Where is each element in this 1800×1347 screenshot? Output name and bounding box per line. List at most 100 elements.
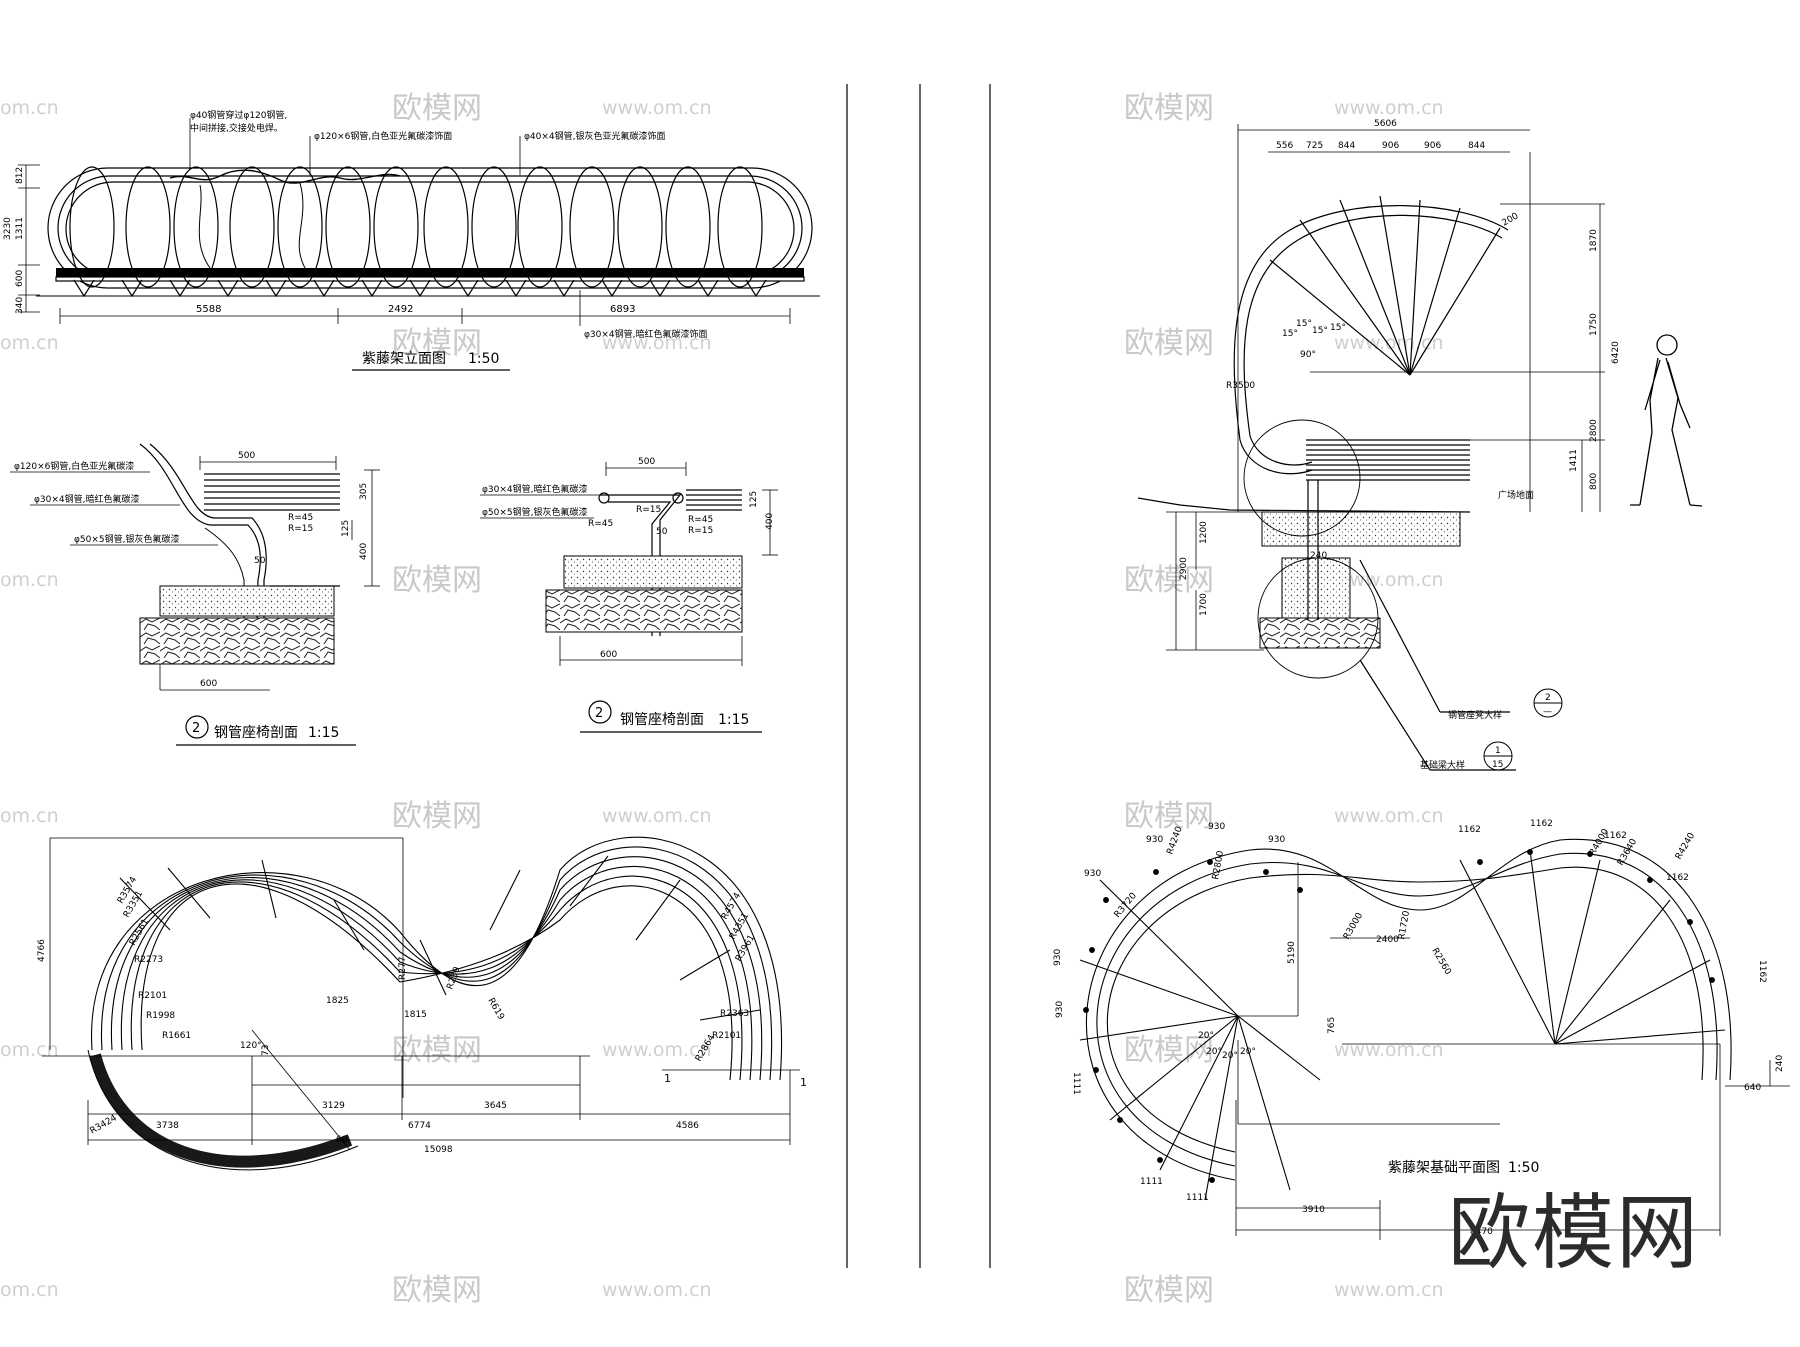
section-left-number: 2 (192, 721, 200, 736)
foundation-ray (1237, 1015, 1321, 1081)
detail-ref-2-bottom: 15 (1492, 760, 1503, 770)
fp-dim-930a: 930 (1146, 835, 1163, 845)
side-dim-844a: 844 (1338, 141, 1355, 151)
sec-right-note-2: φ50×5钢管,银灰色氟碳漆 (482, 506, 588, 518)
elevation-title: 紫藤架立面图 (362, 351, 446, 367)
section-left-title: 钢管座椅剖面 (214, 725, 298, 741)
pergola-rib (665, 166, 711, 288)
watermark-brand: 欧模网 (392, 1033, 482, 1068)
elev-note-4: φ40×4钢管,银灰色亚光氟碳漆饰面 (524, 130, 666, 142)
side-ray (1409, 227, 1501, 376)
watermark-url: www.om.cn (602, 1279, 712, 1301)
sec-left-r15: R=15 (288, 524, 313, 534)
side-angle-5: 90° (1300, 350, 1316, 360)
foundation-plan (1079, 838, 1790, 1240)
foundation-pier (1709, 977, 1715, 983)
plan-dim-3645: 3645 (484, 1101, 507, 1111)
pergola-rib (471, 166, 517, 288)
plan-dim-6774: 6774 (408, 1121, 431, 1131)
elev-dim-2: 2492 (388, 304, 413, 315)
watermark-url: www.om.cn (602, 332, 712, 354)
watermark-url: www.om.cn (1334, 1039, 1444, 1061)
sec-right-r45a: R=45 (588, 519, 613, 529)
watermark-url: om.cn (0, 805, 59, 827)
sec-right-r45b: R=45 (688, 515, 713, 525)
side-ray (1299, 219, 1411, 376)
plan-rib (119, 877, 171, 931)
sec-right-50: 50 (656, 527, 668, 537)
fp-angle-2: 20° (1206, 1047, 1222, 1057)
elev-note-1: φ40钢管穿过φ120钢管, (190, 109, 287, 121)
foundation-pier (1263, 869, 1269, 875)
section-right-labels: φ30×4钢管,暗红色氟碳漆 φ50×5钢管,银灰色氟碳漆 500 600 12… (482, 457, 775, 660)
watermark-url: www.om.cn (602, 97, 712, 119)
fp-dim-1111a: 1111 (1071, 1072, 1081, 1095)
section-left-labels: φ120×6钢管,白色亚光氟碳漆 φ30×4钢管,暗红色氟碳漆 φ50×5钢管,… (14, 451, 369, 689)
plan-rib (679, 949, 731, 981)
plan-cut-mark-b: 1 (800, 1076, 807, 1089)
detail-ref-1-top: 2 (1545, 693, 1551, 703)
sec-left-dim-500: 500 (238, 451, 255, 461)
sec-right-dim-600: 600 (600, 650, 617, 660)
sec-right-r15b: R=15 (688, 526, 713, 536)
pergola-rib (517, 166, 563, 288)
watermark-url: om.cn (0, 332, 59, 354)
foundation-ray (1159, 1015, 1239, 1171)
elevation-labels: 5588 2492 6893 φ40钢管穿过φ120钢管, 中间拼接,交接处电焊… (3, 109, 708, 367)
watermark-brand: 欧模网 (392, 1273, 482, 1308)
side-ray (1339, 199, 1411, 376)
side-dim-906a: 906 (1382, 141, 1399, 151)
fp-dim-240: 240 (1775, 1055, 1785, 1072)
side-angle-2: 15° (1296, 319, 1312, 329)
plan-arc (140, 883, 733, 1081)
section-left-dim-lines (10, 456, 380, 690)
fp-dim-2400: 2400 (1376, 935, 1399, 945)
detail-ref-1-bottom: — (1543, 707, 1552, 717)
fp-dim-765: 765 (1327, 1017, 1337, 1034)
fp-dim-930e: 930 (1053, 949, 1063, 966)
foundation-ray (1079, 1015, 1239, 1041)
section-right-scale: 1:15 (718, 712, 749, 728)
fp-dim-8470: 8470 (1470, 1227, 1493, 1237)
sec-left-note-3: φ50×5钢管,银灰色氟碳漆 (74, 533, 180, 545)
foundation-ray (1099, 879, 1239, 1017)
plan-dim-4766: 4766 (37, 939, 47, 962)
foundation-title: 紫藤架基础平面图 (1388, 1159, 1500, 1176)
pergola-rib (325, 166, 371, 288)
watermark-url: www.om.cn (602, 805, 712, 827)
pergola-rib (277, 166, 323, 288)
side-section-labels: 5606 556 725 844 906 906 844 1870 1750 6… (1179, 119, 1621, 771)
side-dim-5606: 5606 (1374, 119, 1397, 129)
pergola-rib (717, 166, 763, 288)
plan-dim-4586: 4586 (676, 1121, 699, 1131)
side-dim-1200: 1200 (1199, 521, 1209, 544)
seat-section-left (139, 443, 340, 691)
foundation-pier (1117, 1117, 1123, 1123)
fp-angle-4: 20° (1240, 1047, 1256, 1057)
fp-dim-930f: 930 (1055, 1001, 1065, 1018)
foundation-pier (1083, 1007, 1089, 1013)
detail-references (1483, 688, 1563, 771)
person-figure (1630, 334, 1703, 507)
elev-note-2: 中间拼接,交接处电焊。 (190, 122, 283, 134)
foundation-ray (1237, 1015, 1291, 1191)
sec-left-dim-125: 125 (341, 520, 351, 537)
side-label-beam-detail: 基础梁大样 (1420, 759, 1465, 771)
foundation-ray (1079, 959, 1239, 1017)
sec-left-dim-600: 600 (200, 679, 217, 689)
fp-dim-1162b: 1162 (1530, 819, 1553, 829)
fp-dim-1162d: 1162 (1666, 873, 1689, 883)
plan-rib (635, 879, 681, 941)
watermark-url: om.cn (0, 1039, 59, 1061)
plan-r1998: R1998 (146, 1011, 175, 1021)
side-dim-1750: 1750 (1589, 313, 1599, 336)
pergola-rib (423, 166, 469, 288)
watermark-brand: 欧模网 (1124, 91, 1214, 126)
pergola-plan (42, 836, 800, 1171)
elev-dim-left-5: 340 (15, 297, 25, 314)
fp-dim-930b: 930 (1208, 822, 1225, 832)
fp-dim-1162c: 1162 (1604, 831, 1627, 841)
fp-dim-1162a: 1162 (1458, 825, 1481, 835)
side-label-seat-detail: 钢管座凳大样 (1448, 709, 1502, 721)
